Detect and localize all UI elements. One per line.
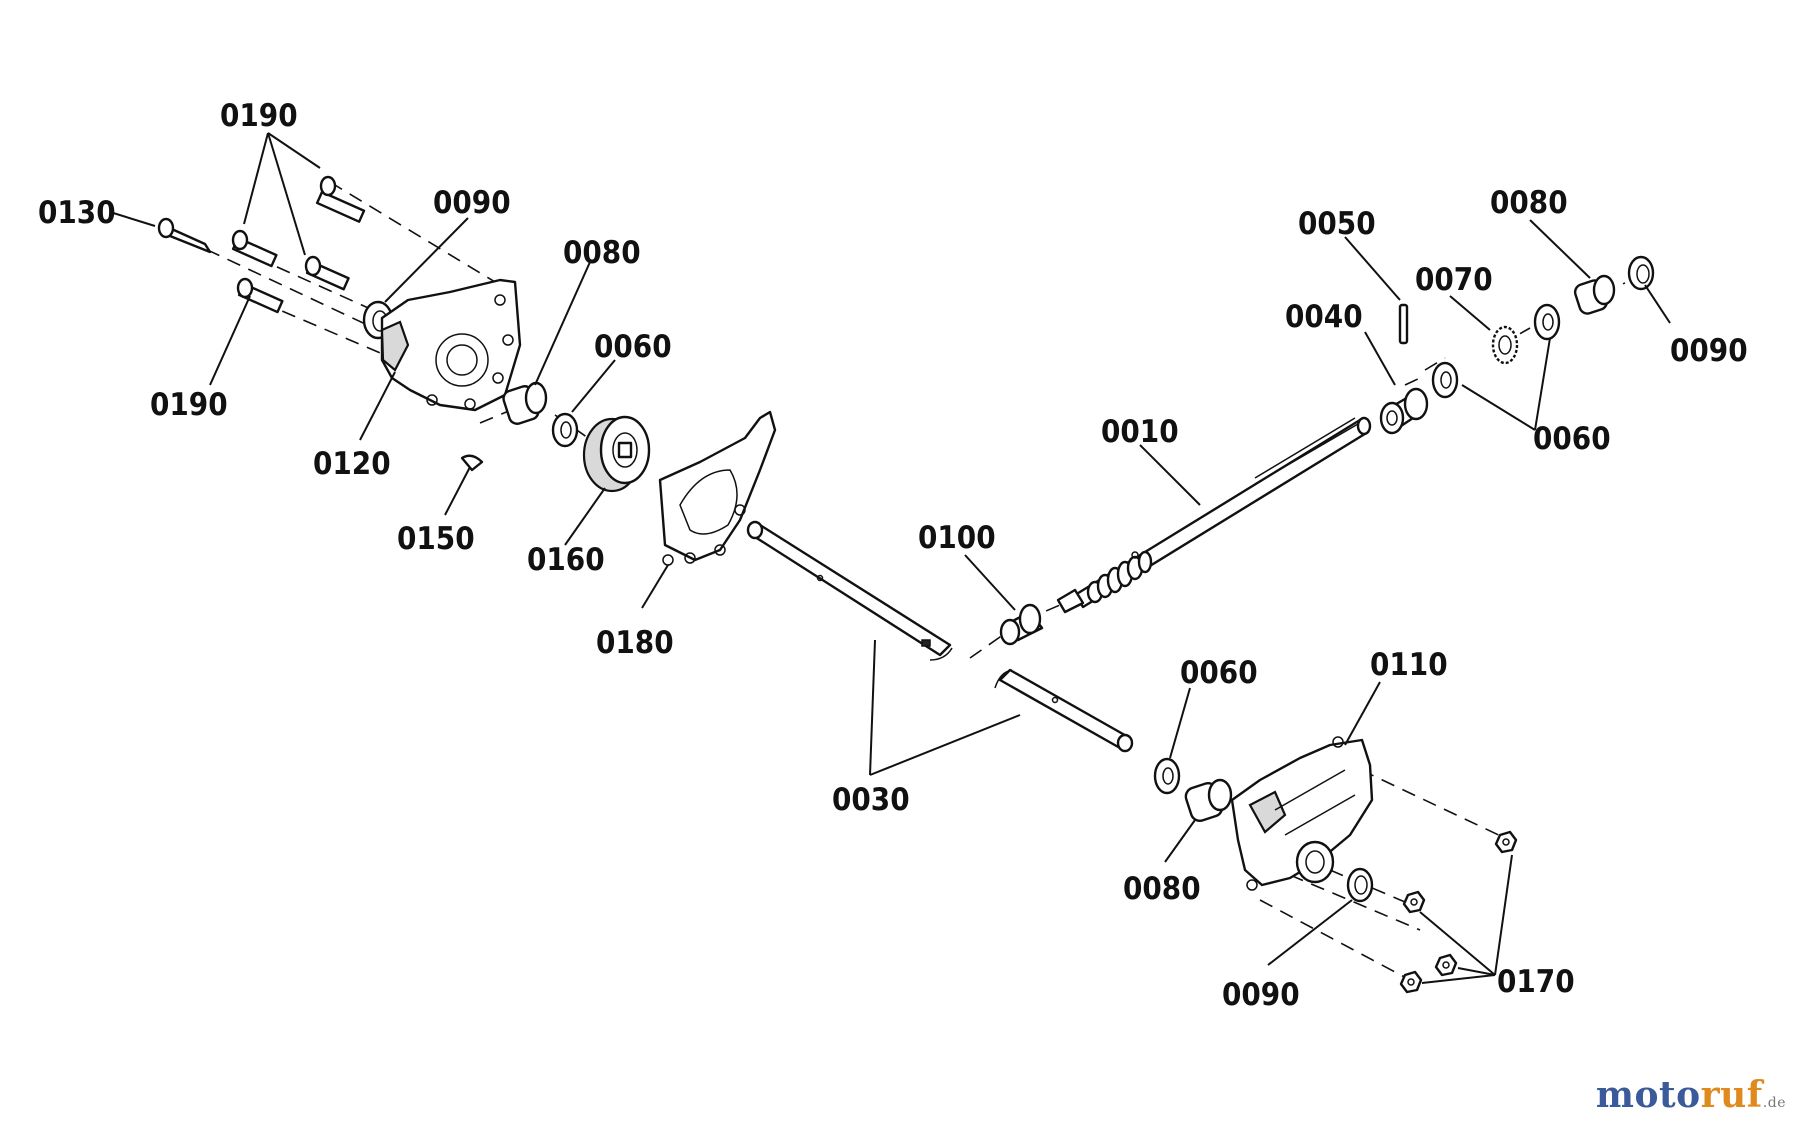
washer-0060-left [551,412,579,448]
key-0150 [460,454,484,472]
seal-0090-right [1627,255,1655,291]
worm-thread [1086,550,1153,604]
watermark-logo: motoruf.de [1596,1074,1786,1116]
bolt-0190-mid2 [304,255,350,291]
label-0060-bottom[interactable]: 0060 [1180,655,1258,691]
lockwasher-0070 [1491,325,1519,365]
bolt-0190-low [236,277,284,314]
parts-drawing [157,175,1655,994]
nut-0170-c [1434,953,1458,977]
coupling-0100 [999,603,1044,646]
label-0160[interactable]: 0160 [527,542,605,578]
watermark-tld: .de [1762,1095,1786,1111]
label-0120[interactable]: 0120 [313,446,391,482]
label-0060-left[interactable]: 0060 [594,329,672,365]
gasket-0180 [658,410,777,566]
bushing-0080-right [1573,274,1616,315]
label-0060-right[interactable]: 0060 [1533,421,1611,457]
label-0170[interactable]: 0170 [1497,964,1575,1000]
label-0050[interactable]: 0050 [1298,206,1376,242]
label-0030[interactable]: 0030 [832,782,910,818]
watermark-part1: moto [1595,1074,1701,1116]
bushing-0080-bottom [1184,778,1233,822]
pin-0050 [1398,303,1409,345]
label-0070[interactable]: 0070 [1415,262,1493,298]
housing-0110 [1230,736,1374,891]
seal-0090-bottom [1346,867,1374,903]
assembly-lines [164,181,1626,981]
washer-0060-bottom [1153,757,1181,795]
part-labels: 0190 0130 0090 0080 0060 0190 0120 0150 … [38,98,1748,1013]
label-0080-bottom[interactable]: 0080 [1123,871,1201,907]
label-0040[interactable]: 0040 [1285,299,1363,335]
bushing-0080-left [502,381,548,425]
label-0190-top[interactable]: 0190 [220,98,298,134]
nut-0170-b [1402,890,1426,914]
nut-0170-d [1399,970,1423,994]
gear-0160 [582,415,651,493]
label-0190-low[interactable]: 0190 [150,387,228,423]
collar-0040 [1379,387,1429,435]
label-0080-left[interactable]: 0080 [563,235,641,271]
shaft-0010 [1056,416,1372,614]
label-0130[interactable]: 0130 [38,195,116,231]
bolt-0190-top [315,175,366,223]
shaft-0030-upper [746,520,953,661]
label-0100[interactable]: 0100 [918,520,996,556]
label-0080-right[interactable]: 0080 [1490,185,1568,221]
washer-0060-right [1431,361,1459,399]
housing-0120 [380,278,522,412]
label-0090-bottom[interactable]: 0090 [1222,977,1300,1013]
label-0110[interactable]: 0110 [1370,647,1448,683]
label-0090-right[interactable]: 0090 [1670,333,1748,369]
label-0010[interactable]: 0010 [1101,414,1179,450]
label-0180[interactable]: 0180 [596,625,674,661]
label-0150[interactable]: 0150 [397,521,475,557]
bolt-0190-mid [231,229,278,268]
washer-0060-farright [1533,303,1561,341]
nut-0170-a [1494,830,1518,854]
screw-0130 [157,217,212,254]
leader-lines [109,132,1671,984]
label-0090-left[interactable]: 0090 [433,185,511,221]
watermark-part2: ruf [1700,1074,1763,1116]
shaft-0030-lower [994,668,1134,753]
